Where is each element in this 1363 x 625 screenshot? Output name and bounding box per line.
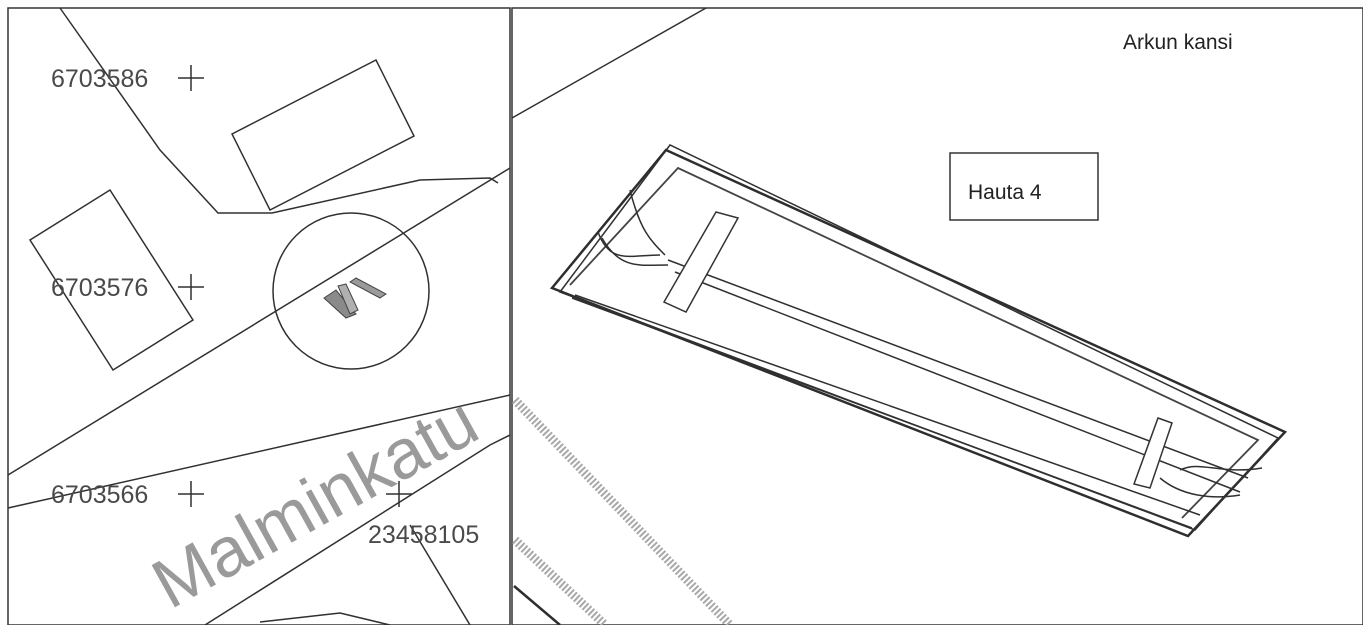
northing-label-2: 6703576 xyxy=(51,274,148,302)
property-boundary-line xyxy=(511,7,707,119)
building-outline xyxy=(230,58,416,212)
property-boundary-line xyxy=(59,7,272,214)
grave-marker xyxy=(323,277,387,319)
coffin-drawing xyxy=(549,144,1288,538)
left-map-panel: 6703586 6703576 6703566 23458105 Malmink… xyxy=(7,7,511,625)
street-edge-line xyxy=(7,167,511,476)
grave-label: Hauta 4 xyxy=(968,181,1042,204)
easting-label: 23458105 xyxy=(368,521,479,549)
right-map-panel: Arkun kansi Hauta 4 xyxy=(511,7,1363,625)
coffin-lid-label: Arkun kansi xyxy=(1123,31,1233,54)
coffin-crossbar xyxy=(1133,417,1173,489)
property-boundary-line xyxy=(409,524,471,625)
street-edge-line xyxy=(7,394,511,509)
northing-label-3: 6703566 xyxy=(51,481,148,509)
coordinate-cross xyxy=(178,65,204,91)
coordinate-cross xyxy=(386,481,412,507)
grave-label-box xyxy=(949,152,1099,221)
property-boundary-line xyxy=(271,177,499,214)
hatched-band xyxy=(511,536,609,625)
building-outline xyxy=(28,188,195,372)
left-map-frame xyxy=(7,7,511,625)
street-edge-line xyxy=(204,434,511,625)
property-boundary-line xyxy=(259,612,391,625)
coffin-crossbar xyxy=(662,211,740,313)
northing-label-1: 6703586 xyxy=(51,65,148,93)
right-map-frame xyxy=(511,7,1363,625)
coordinate-cross xyxy=(178,274,204,300)
find-location-circle xyxy=(272,212,430,370)
street-edge-line xyxy=(513,585,561,625)
coordinate-cross xyxy=(178,481,204,507)
